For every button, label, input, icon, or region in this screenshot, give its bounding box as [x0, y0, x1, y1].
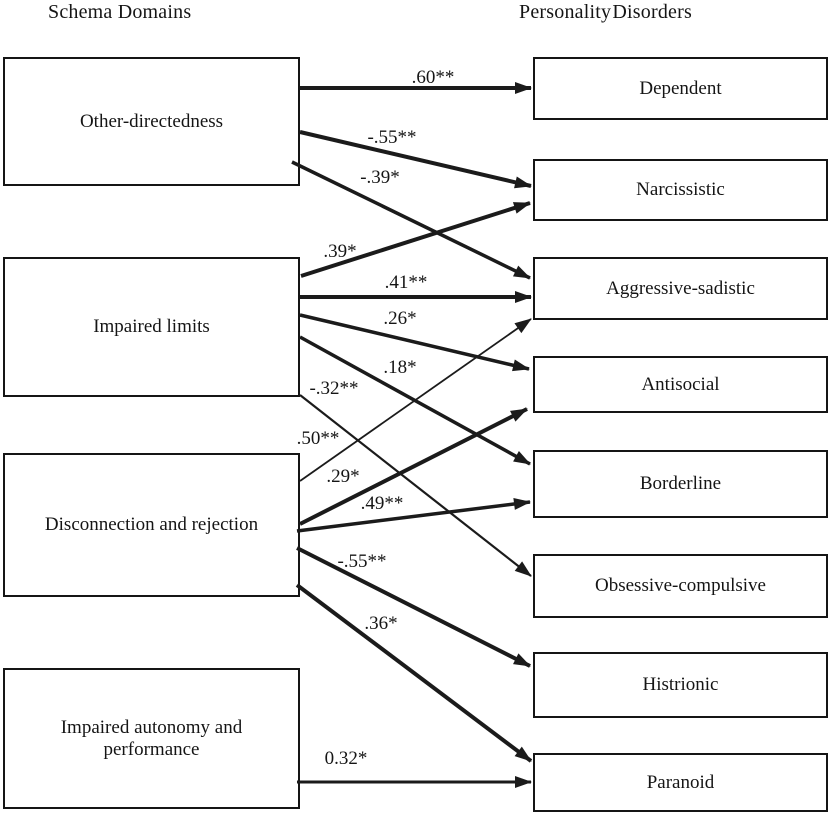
personality-disorder-label: Antisocial [641, 373, 720, 395]
personality-disorder-box-obsessive-compulsive: Obsessive-compulsive [533, 554, 828, 618]
personality-disorder-box-dependent: Dependent [533, 57, 828, 120]
schema-domain-label: Disconnection and rejection [44, 514, 259, 536]
path-arrow-impaired-limits-to-obsessive-compulsive [299, 394, 532, 577]
path-coefficient-impaired-limits-to-obsessive-compulsive: -.32** [309, 378, 358, 399]
path-coefficient-impaired-autonomy-to-paranoid: 0.32* [325, 748, 368, 769]
schema-domain-label: Other-directedness [79, 110, 224, 132]
personality-disorder-label: Histrionic [642, 674, 719, 696]
path-coefficient-disconnection-to-borderline: .49** [361, 493, 404, 514]
path-coefficient-other-directedness-to-aggressive-sadistic: -.39* [360, 167, 400, 188]
path-arrow-impaired-limits-to-borderline [299, 335, 531, 466]
personality-disorder-box-narcissistic: Narcissistic [533, 159, 828, 221]
path-arrow-disconnection-to-aggressive-sadistic [299, 318, 532, 482]
personality-disorder-label: Narcissistic [636, 179, 725, 201]
path-arrow-impaired-limits-to-narcissistic [300, 201, 531, 278]
schema-domain-label: Impaired limits [93, 316, 210, 338]
path-coefficient-disconnection-to-aggressive-sadistic: .50** [297, 428, 340, 449]
path-arrow-impaired-limits-to-antisocial [299, 313, 530, 372]
schema-domains-title: Schema Domains [48, 1, 192, 23]
schema-domain-box-impaired-limits: Impaired limits [3, 257, 300, 397]
path-arrow-disconnection-to-antisocial [299, 407, 528, 526]
personality-disorder-label: Obsessive-compulsive [595, 575, 766, 597]
personality-disorder-box-borderline: Borderline [533, 450, 828, 518]
path-coefficient-impaired-limits-to-narcissistic: .39* [323, 241, 356, 262]
personality-disorders-title: Personality Disorders [519, 1, 692, 23]
path-arrow-disconnection-to-borderline [296, 498, 531, 533]
path-coefficient-disconnection-to-antisocial: .29* [326, 466, 359, 487]
schema-domain-label: Impaired autonomy and performance [60, 716, 243, 760]
schema-domain-box-impaired-autonomy-and-performance: Impaired autonomy and performance [3, 668, 300, 809]
path-coefficient-impaired-limits-to-aggressive-sadistic: .41** [385, 272, 428, 293]
path-coefficient-other-directedness-to-dependent: .60** [412, 67, 455, 88]
personality-disorder-box-antisocial: Antisocial [533, 356, 828, 413]
path-arrow-other-directedness-to-narcissistic [299, 130, 532, 189]
path-arrow-disconnection-to-paranoid [295, 583, 533, 763]
personality-disorder-label: Aggressive-sadistic [606, 277, 755, 299]
path-coefficient-impaired-limits-to-antisocial: .26* [383, 308, 416, 329]
personality-disorder-label: Borderline [639, 473, 722, 495]
personality-disorder-label: Paranoid [646, 771, 715, 793]
personality-disorder-box-aggressive-sadistic: Aggressive-sadistic [533, 257, 828, 320]
path-coefficient-impaired-limits-to-borderline: .18* [383, 357, 416, 378]
path-arrow-other-directedness-to-aggressive-sadistic [291, 160, 531, 280]
path-arrow-disconnection-to-histrionic [296, 546, 531, 668]
path-coefficient-other-directedness-to-narcissistic: -.55** [367, 127, 416, 148]
personality-disorder-box-histrionic: Histrionic [533, 652, 828, 718]
path-coefficient-disconnection-to-paranoid: .36* [364, 613, 397, 634]
path-coefficient-disconnection-to-histrionic: -.55** [337, 551, 386, 572]
personality-disorder-box-paranoid: Paranoid [533, 753, 828, 812]
schema-domain-box-other-directedness: Other-directedness [3, 57, 300, 186]
personality-disorder-label: Dependent [639, 77, 722, 99]
schema-domain-box-disconnection-and-rejection: Disconnection and rejection [3, 453, 300, 597]
